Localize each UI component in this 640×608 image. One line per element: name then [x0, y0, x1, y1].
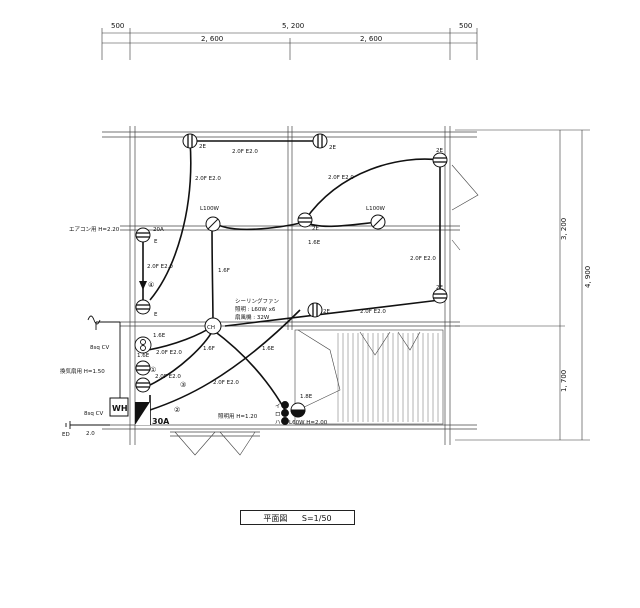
label-1-6e-3: 1.6E [137, 353, 150, 359]
drawing-title-box: 平面図 S=1/50 [240, 510, 355, 525]
two-zero-label: 2.0 [86, 431, 95, 437]
label-e-2: E [154, 312, 158, 318]
label-l100w-2: L100W [366, 206, 386, 212]
door-swing-right [451, 164, 479, 251]
label-wiring-2: 2.0F E2.0 [195, 176, 221, 182]
twenty-a-label: 20A [153, 227, 164, 233]
thirty-a-label: 30A [152, 417, 170, 426]
l60w-label: L60W H=2.00 [289, 420, 328, 426]
circuit-4-label: ④ [148, 281, 154, 289]
label-e-1: E [154, 239, 158, 245]
dim-right-total: 4, 900 [584, 266, 592, 288]
walls [102, 126, 477, 445]
label-wiring-3: 2.0F E2.0 [328, 175, 354, 181]
dim-top-right-margin: 500 [459, 22, 472, 30]
service-cable [65, 315, 121, 429]
vent-fan-icon [134, 336, 152, 354]
one-eight-label: 1.8E [300, 394, 313, 400]
light-switch-icons [281, 401, 306, 425]
label-2e-6: 2E [323, 309, 330, 315]
label-wiring-4: 2.0F E2.0 [410, 256, 436, 262]
outlet-symbols [135, 133, 448, 393]
dim-top-total: 5, 200 [282, 22, 304, 30]
ch-label: CH [207, 325, 215, 331]
fan-light-label: 照明 : L60W x6 [235, 306, 276, 313]
label-2e-5: 2E [436, 285, 443, 291]
label-l100w-1: L100W [200, 206, 220, 212]
dim-top-left-half: 2, 600 [201, 35, 223, 43]
cv8-label-1: 8sq CV [90, 345, 109, 351]
label-i: イ [275, 404, 281, 410]
label-2e-4: 2E [312, 226, 319, 232]
arrow-down-icon [139, 281, 147, 290]
label-wiring-8: 2.0F E2.0 [155, 374, 181, 380]
label-1-6f-1: 1.6F [218, 268, 230, 274]
label-wiring-5: 2.0F E2.0 [147, 264, 173, 270]
circuit-3-label: ③ [180, 381, 186, 389]
dim-right-lower: 1, 700 [560, 370, 568, 392]
door-swing-bottom [174, 431, 256, 456]
circuit-1-label: ① [150, 366, 156, 374]
lighting-label: 照明用 H=1.20 [218, 413, 258, 420]
label-1-6f-2: 1.6F [203, 346, 215, 352]
panel-board-triangle [135, 402, 150, 425]
label-wiring-6: 2.0F E2.0 [360, 309, 386, 315]
cv8-label-2: 8sq CV [84, 411, 103, 417]
ed-label: ED [62, 432, 70, 438]
terrace-hatch [337, 333, 439, 422]
outlet-bars [136, 134, 447, 388]
terrace-outline [294, 329, 444, 425]
label-1-6e-4: 1.6E [262, 346, 275, 352]
drawing-scale: S=1/50 [301, 514, 332, 523]
label-wiring-7: 2.0F E2.0 [156, 350, 182, 356]
circuit-2-label: ② [174, 406, 180, 414]
dim-top-left-margin: 500 [111, 22, 124, 30]
label-ha: ハ [275, 420, 281, 426]
label-wiring-9: 2.0F E2.0 [213, 380, 239, 386]
wiring [142, 140, 441, 425]
vent-fan-label: 換気扇用 H=1.50 [60, 367, 105, 375]
ceiling-fan-icon [204, 317, 222, 335]
aircon-label: エアコン用 H=2.20 [69, 226, 120, 233]
label-2e-1: 2E [199, 144, 206, 150]
label-ro: ロ [275, 412, 281, 418]
label-2e-3: 2E [436, 148, 443, 154]
wh-meter-box [109, 397, 129, 417]
dim-right-upper: 3, 200 [560, 218, 568, 240]
drawing-title: 平面図 [263, 514, 288, 523]
label-wiring-1: 2.0F E2.0 [232, 149, 258, 155]
ceiling-fan-label: シーリングファン [235, 297, 280, 305]
label-2e-2: 2E [329, 145, 336, 151]
top-dimensions [101, 28, 478, 60]
label-1-6e-1: 1.6E [308, 240, 321, 246]
dim-top-right-half: 2, 600 [360, 35, 382, 43]
fan-vent-label: 扇風機 : 32W [235, 313, 270, 321]
lamp-l100w-icons [205, 214, 386, 232]
wh-label: WH [112, 404, 128, 413]
right-dimensions [455, 129, 590, 441]
label-1-6e-2: 1.6E [153, 333, 166, 339]
